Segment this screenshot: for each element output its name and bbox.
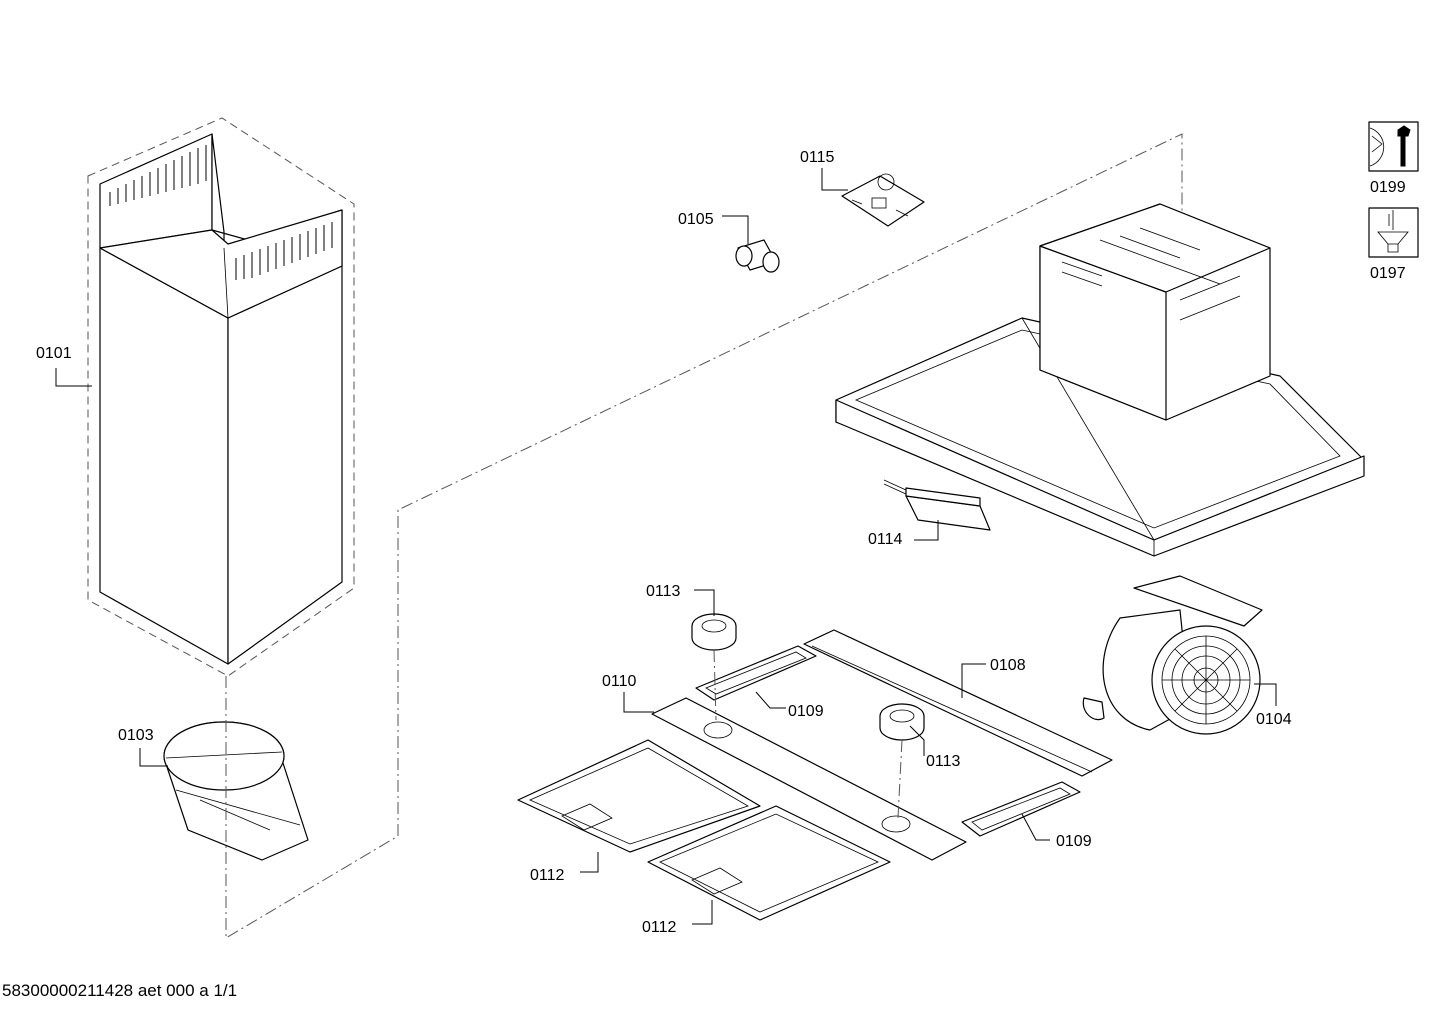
part-0112-grease-filter-right <box>647 805 891 921</box>
label-0112-left: 0112 <box>530 867 565 884</box>
label-0109-upper: 0109 <box>788 703 824 720</box>
label-0113-upper: 0113 <box>646 583 681 600</box>
label-0112-right: 0112 <box>642 919 677 936</box>
label-0109-lower: 0109 <box>1056 833 1092 850</box>
part-0104-blower-motor <box>1082 575 1263 735</box>
label-0110: 0110 <box>602 673 637 690</box>
part-0108-cover-strip <box>803 629 1113 777</box>
part-0109-light-plate-upper <box>695 645 817 701</box>
part-0109-light-plate-lower <box>961 781 1081 837</box>
part-0101-chimney <box>87 117 355 677</box>
part-0114-control-module <box>883 479 991 531</box>
label-0114: 0114 <box>868 531 903 548</box>
chimney-vent-grille-right <box>235 222 333 280</box>
wrench-service-icon <box>1368 121 1419 172</box>
label-0103: 0103 <box>118 727 154 744</box>
screw-fastener-icon <box>1368 207 1419 258</box>
part-0110-filter-frame <box>651 697 967 861</box>
part-0115-electronic-board <box>841 173 925 227</box>
chimney-vent-grille-left <box>109 145 207 206</box>
drawing-reference-footer: 58300000211428 aet 000 a 1/1 <box>2 981 238 1000</box>
label-0113-lower: 0113 <box>926 753 961 770</box>
label-0101: 0101 <box>36 345 72 362</box>
part-0103-air-deflector <box>163 721 309 861</box>
part-hood-body <box>835 203 1365 557</box>
label-0199: 0199 <box>1370 179 1406 196</box>
part-0105-capacitor <box>735 239 780 273</box>
part-0113-lamp-lower <box>879 703 925 741</box>
leader-lines <box>55 168 1277 925</box>
label-0108: 0108 <box>990 657 1026 674</box>
label-0197: 0197 <box>1370 265 1406 282</box>
part-0112-grease-filter-left <box>517 739 761 853</box>
label-0105: 0105 <box>678 211 714 228</box>
part-0113-lamp-upper <box>691 613 737 651</box>
label-0104: 0104 <box>1256 711 1292 728</box>
label-0115: 0115 <box>800 149 835 166</box>
